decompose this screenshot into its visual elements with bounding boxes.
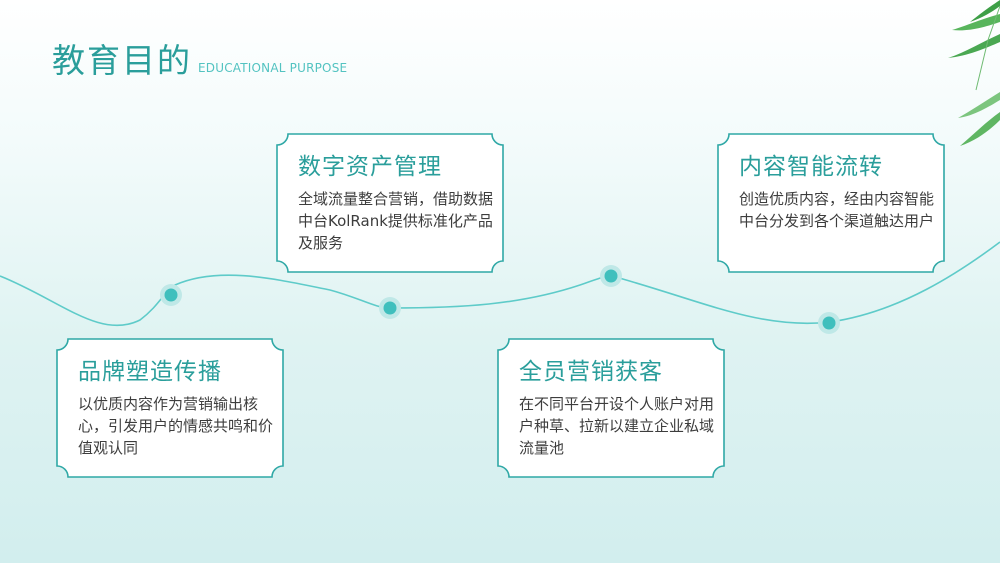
card-frame [56, 338, 284, 478]
timeline-node [160, 284, 182, 306]
timeline-node [379, 297, 401, 319]
card-text: 以优质内容作为营销输出核心，引发用户的情感共鸣和价值观认同 [78, 395, 274, 457]
card-brand-building: 品牌塑造传播 以优质内容作为营销输出核心，引发用户的情感共鸣和价值观认同 [56, 338, 284, 478]
wave-line [0, 241, 1000, 327]
card-content-flow: 内容智能流转 创造优质内容，经由内容智能中台分发到各个渠道触达用户 [717, 133, 945, 273]
page-subtitle: EDUCATIONAL PURPOSE [198, 61, 348, 75]
page-title: 教育目的 [52, 41, 192, 80]
card-title: 全员营销获客 [519, 359, 663, 385]
card-full-staff-marketing: 全员营销获客 在不同平台开设个人账户对用户种草、拉新以建立企业私域流量池 [497, 338, 725, 478]
timeline-node [600, 265, 622, 287]
timeline-node [818, 312, 840, 334]
card-frame [717, 133, 945, 273]
card-frame [276, 133, 504, 273]
card-title: 内容智能流转 [739, 154, 883, 180]
card-frame [497, 338, 725, 478]
card-title: 数字资产管理 [298, 154, 442, 180]
card-title: 品牌塑造传播 [78, 359, 222, 385]
bamboo-leaves-icon [948, 0, 1000, 146]
page-header: 教育目的 EDUCATIONAL PURPOSE [52, 34, 347, 82]
card-digital-asset: 数字资产管理 全域流量整合营销，借助数据中台KolRank提供标准化产品及服务 [276, 133, 504, 273]
card-text: 创造优质内容，经由内容智能中台分发到各个渠道触达用户 [739, 190, 935, 230]
card-text: 全域流量整合营销，借助数据中台KolRank提供标准化产品及服务 [298, 190, 494, 252]
card-text: 在不同平台开设个人账户对用户种草、拉新以建立企业私域流量池 [519, 395, 715, 457]
